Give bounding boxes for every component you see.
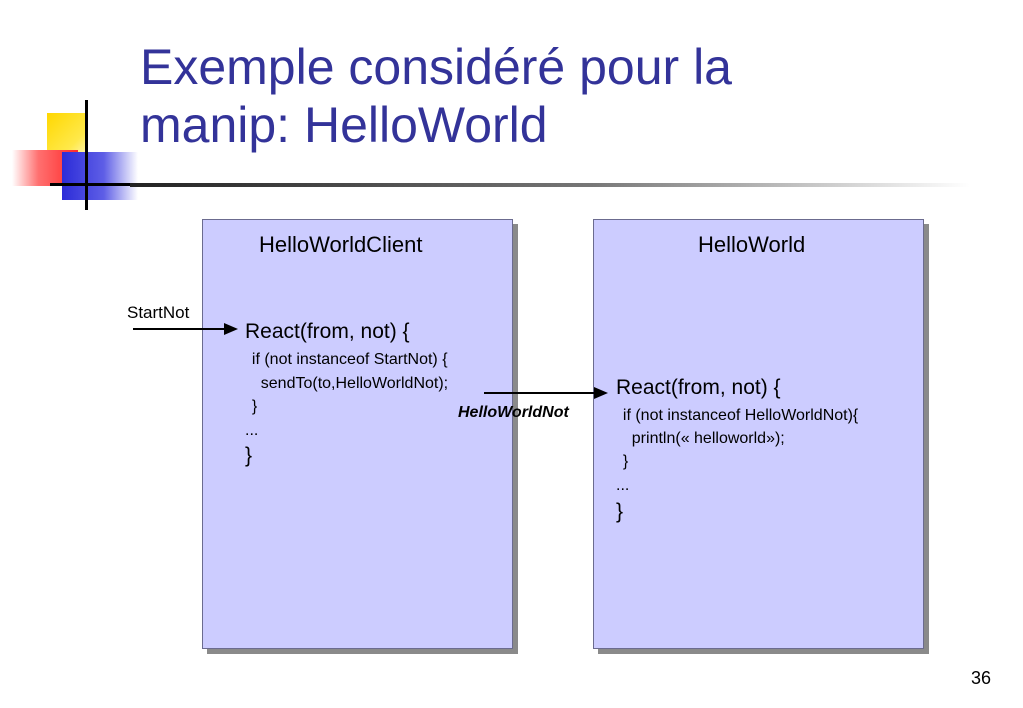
decorative-cross-line — [50, 183, 130, 186]
client-panel-title: HelloWorldClient — [259, 232, 423, 257]
server-code-line-6: } — [616, 500, 624, 523]
client-code-line-6: } — [245, 444, 253, 467]
title-underline — [130, 183, 970, 187]
client-code-line-2: if (not instanceof StartNot) { — [243, 351, 448, 368]
hello-world-not-label: HelloWorldNot — [458, 404, 569, 421]
server-code-line-4: } — [614, 453, 629, 470]
page-number: 36 — [970, 668, 991, 688]
server-code-line-3: println(« helloworld»); — [614, 430, 785, 447]
slide-title: Exemple considéré pour la manip: HelloWo… — [140, 38, 940, 154]
client-code-line-3: sendTo(to,HelloWorldNot); — [243, 375, 449, 392]
client-code-line-5: ... — [245, 422, 259, 439]
decorative-yellow-square — [47, 113, 87, 155]
server-code-line-1: React(from, not) { — [616, 376, 781, 399]
server-panel-title: HelloWorld — [698, 232, 806, 257]
slide-title-line-1: Exemple considéré pour la — [140, 39, 732, 95]
decorative-blue-square — [62, 152, 138, 200]
hello-world-not-arrow — [484, 387, 608, 399]
client-code-line-4: } — [243, 398, 258, 415]
slide-title-line-2: manip: HelloWorld — [140, 97, 548, 153]
decorative-vertical-line — [85, 100, 88, 210]
client-panel: HelloWorldClient — [202, 219, 513, 649]
start-not-label: StartNot — [127, 303, 190, 322]
start-not-arrow — [133, 323, 238, 335]
client-code-line-1: React(from, not) { — [245, 320, 410, 343]
server-code-line-2: if (not instanceof HelloWorldNot){ — [614, 407, 859, 424]
server-panel: HelloWorld — [593, 219, 924, 649]
server-code-line-5: ... — [616, 477, 630, 494]
